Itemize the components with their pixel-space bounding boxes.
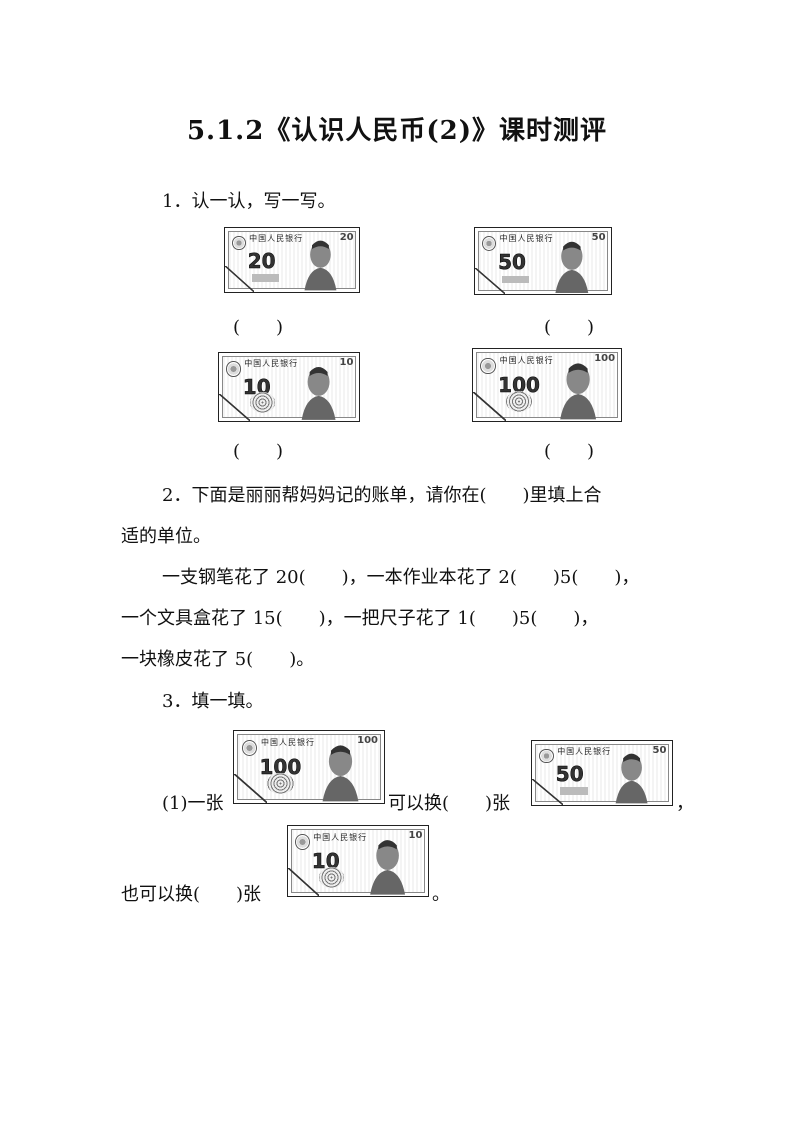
bank-name: 中国人民银行 (557, 747, 612, 757)
answer-blank-1[interactable]: ( ) (233, 317, 284, 338)
national-emblem-icon (226, 361, 241, 377)
portrait-icon (301, 366, 336, 420)
banknote-10: 中国人民银行 10 10 (218, 352, 360, 422)
banknote-10: 中国人民银行 10 10 (287, 825, 429, 897)
national-emblem-icon (295, 834, 310, 851)
banknote-50: 中国人民银行 50 50 (474, 227, 612, 295)
question-3-part-2-start: 也可以换( )张 (121, 884, 262, 905)
national-emblem-icon (231, 235, 246, 251)
page-title: 5.1.2《认识人民币(2)》课时测评 (186, 116, 608, 146)
national-emblem-icon (481, 235, 497, 252)
portrait-icon (615, 753, 648, 804)
banknote-50: 中国人民银行 50 50 (531, 740, 673, 806)
corner-denomination: 100 (357, 735, 378, 747)
bank-name: 中国人民银行 (499, 234, 554, 244)
bank-name: 中国人民银行 (244, 359, 299, 369)
bank-name: 中国人民银行 (261, 737, 315, 747)
corner-denomination: 10 (408, 830, 423, 842)
answer-blank-2[interactable]: ( ) (544, 317, 595, 338)
question-3-part-2-end: 。 (432, 884, 450, 905)
portrait-icon (304, 240, 337, 291)
portrait-icon (369, 840, 405, 895)
question-1-prompt: 1．认一认，写一写。 (162, 191, 336, 212)
banknote-100: 中国人民银行 100 100 (233, 730, 385, 804)
question-2-line-1: 2．下面是丽丽帮妈妈记的账单，请你在( )里填上合 (162, 485, 602, 506)
corner-denomination: 20 (339, 231, 354, 243)
portrait-icon (560, 363, 597, 420)
question-3-part-1-start: (1)一张 (162, 793, 224, 814)
corner-denomination: 100 (594, 353, 616, 365)
answer-blank-4[interactable]: ( ) (544, 441, 595, 462)
corner-denomination: 10 (339, 357, 354, 369)
national-emblem-icon (539, 748, 554, 764)
question-3-part-1-middle: 可以换( )张 (388, 793, 511, 814)
answer-blank-3[interactable]: ( ) (233, 441, 284, 462)
banknote-100: 中国人民银行 100 100 (472, 348, 622, 422)
portrait-icon (555, 241, 589, 293)
question-2-line-2: 适的单位。 (121, 526, 211, 547)
question-2-line-3: 一支钢笔花了 20( )，一本作业本花了 2( )5( )， (162, 567, 640, 588)
question-2-line-5: 一块橡皮花了 5( )。 (121, 649, 315, 670)
question-3-part-1-end: ， (676, 793, 694, 814)
bank-name: 中国人民银行 (499, 355, 554, 365)
corner-denomination: 50 (591, 231, 606, 243)
question-2-line-4: 一个文具盒花了 15( )，一把尺子花了 1( )5( )， (121, 608, 599, 629)
national-emblem-icon (241, 739, 257, 757)
corner-denomination: 50 (652, 744, 667, 756)
bank-name: 中国人民银行 (249, 234, 304, 244)
national-emblem-icon (480, 357, 496, 375)
portrait-icon (322, 745, 359, 802)
banknote-20: 中国人民银行 20 20 (224, 227, 360, 293)
question-3-prompt: 3．填一填。 (162, 691, 264, 712)
bank-name: 中国人民银行 (313, 832, 368, 842)
